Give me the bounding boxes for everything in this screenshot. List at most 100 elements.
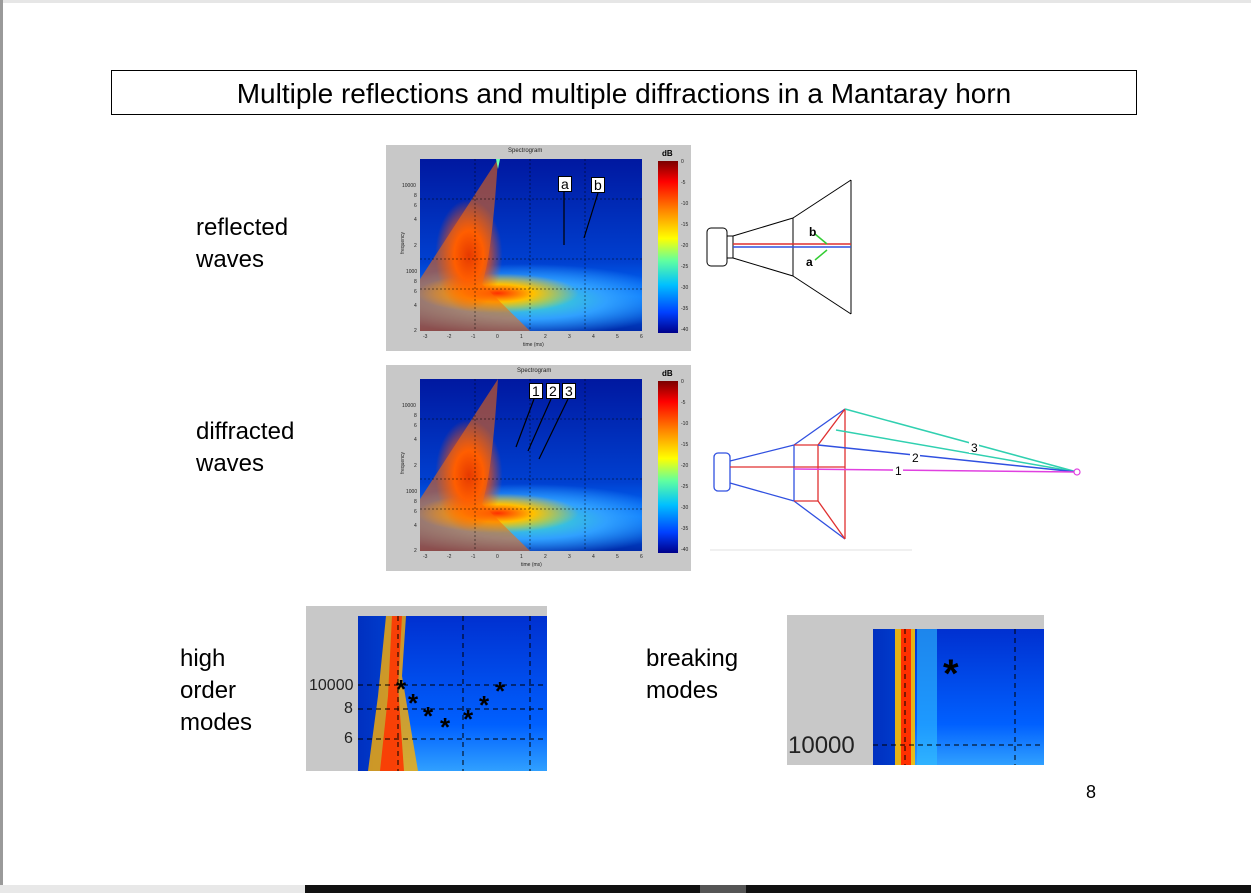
x-tick: -1 xyxy=(471,554,476,560)
x-tick: 0 xyxy=(496,554,499,560)
y-tick: 6 xyxy=(414,203,417,209)
diffraction-path-3 xyxy=(835,429,1078,473)
x-tick: 6 xyxy=(640,554,643,560)
label-line: diffracted xyxy=(196,418,295,445)
spectrogram-overlay xyxy=(420,379,642,551)
x-tick: 3 xyxy=(568,554,571,560)
horn-diffraction-diagram: 1 2 3 xyxy=(710,408,1081,551)
x-tick: 1 xyxy=(520,554,523,560)
diffraction-path-1 xyxy=(793,468,1078,473)
zoom-overlay: * xyxy=(873,629,1044,765)
callout-a: a xyxy=(558,176,572,192)
y-tick: 10000 xyxy=(788,732,855,759)
y-tick: 8 xyxy=(414,499,417,505)
colorbar-label: dB xyxy=(662,369,673,378)
y-tick: 4 xyxy=(414,437,417,443)
horn-outline xyxy=(713,408,846,540)
colorbar-tick: -15 xyxy=(681,442,689,448)
colorbar-tick: -30 xyxy=(681,505,689,511)
frame-top-border xyxy=(0,0,1251,3)
y-tick: 6 xyxy=(414,289,417,295)
star-marker: * xyxy=(479,690,490,720)
star-marker: * xyxy=(495,676,506,706)
zoom-high-order-modes: * * * * * * * 10000 8 6 xyxy=(306,606,547,771)
colorbar-tick: -5 xyxy=(681,400,686,406)
path-label-2: 2 xyxy=(912,451,919,465)
x-tick: 4 xyxy=(592,334,595,340)
x-tick: 6 xyxy=(640,334,643,340)
colorbar-tick: -10 xyxy=(681,421,689,427)
colorbar-tick: -35 xyxy=(681,306,689,312)
colorbar-tick: -20 xyxy=(681,243,689,249)
spectrogram-reflected: Spectrogram dB 0 -5 -10 -15 -20 -25 -30 … xyxy=(386,145,691,351)
y-tick: 1000 xyxy=(406,269,418,275)
horizontal-scrollbar[interactable] xyxy=(305,885,1251,893)
diffraction-path-3-outer xyxy=(844,408,1078,473)
y-tick: 10000 xyxy=(402,403,416,409)
callout-b: b xyxy=(591,177,605,193)
spectrogram-grid xyxy=(420,379,642,551)
frame-left-border xyxy=(0,0,3,893)
x-tick: 2 xyxy=(544,554,547,560)
scrollbar-thumb[interactable] xyxy=(700,885,746,893)
spectrogram-grid xyxy=(420,159,642,331)
path-label-3: 3 xyxy=(971,441,978,455)
marker-a xyxy=(814,249,828,261)
y-tick: 4 xyxy=(414,303,417,309)
x-axis-label: time (ms) xyxy=(523,342,544,348)
y-tick: 8 xyxy=(414,193,417,199)
y-tick: 6 xyxy=(344,730,353,747)
y-tick: 2 xyxy=(414,463,417,469)
impulse-line xyxy=(496,159,500,169)
colorbar-tick: -40 xyxy=(681,547,689,553)
horn-outline xyxy=(706,179,852,315)
star-marker: * xyxy=(396,674,407,704)
star-marker: * xyxy=(423,701,434,731)
x-tick: 4 xyxy=(592,554,595,560)
x-tick: 2 xyxy=(544,334,547,340)
diffraction-path-2 xyxy=(817,444,1078,473)
colorbar-tick: -40 xyxy=(681,327,689,333)
path-label-1: 1 xyxy=(895,464,902,478)
label-line: modes xyxy=(180,709,253,736)
colorbar-tick: -35 xyxy=(681,526,689,532)
label-breaking-modes: breaking modes xyxy=(646,643,738,707)
colorbar-label: dB xyxy=(662,149,673,158)
energy-core xyxy=(901,629,911,765)
x-tick: -1 xyxy=(471,334,476,340)
y-tick: 4 xyxy=(414,523,417,529)
callout-leaders xyxy=(563,191,599,245)
slide-title: Multiple reflections and multiple diffra… xyxy=(111,70,1137,115)
label-bg xyxy=(893,464,903,476)
y-tick: 8 xyxy=(344,700,353,717)
x-tick: -2 xyxy=(447,554,452,560)
x-tick: 1 xyxy=(520,334,523,340)
label-line: waves xyxy=(196,450,265,477)
x-tick: -3 xyxy=(423,554,428,560)
colorbar xyxy=(658,161,678,333)
x-tick: 3 xyxy=(568,334,571,340)
callout-leaders xyxy=(515,398,569,460)
colorbar-tick: 0 xyxy=(681,159,684,165)
label-line: high xyxy=(180,645,226,672)
x-tick: -2 xyxy=(447,334,452,340)
label-line: modes xyxy=(646,677,719,704)
x-tick: 5 xyxy=(616,554,619,560)
star-marker: * xyxy=(440,712,451,742)
zoom-breaking-modes: * 10000 xyxy=(787,615,1044,765)
spectrogram-overlay xyxy=(420,159,642,331)
label-reflected-waves: reflected waves xyxy=(196,212,288,276)
star-marker: * xyxy=(408,688,419,718)
callout-1: 1 xyxy=(529,383,543,399)
x-tick: 0 xyxy=(496,334,499,340)
x-axis-label: time (ms) xyxy=(521,562,542,568)
label-high-order-modes: high order modes xyxy=(180,643,252,739)
y-tick: 1000 xyxy=(406,489,418,495)
star-marker: * xyxy=(943,652,959,696)
listening-point xyxy=(1073,468,1081,476)
colorbar-tick: -30 xyxy=(681,285,689,291)
colorbar-tick: -25 xyxy=(681,484,689,490)
y-tick: 2 xyxy=(414,328,417,334)
colorbar-tick: -10 xyxy=(681,201,689,207)
colorbar-tick: -5 xyxy=(681,180,686,186)
